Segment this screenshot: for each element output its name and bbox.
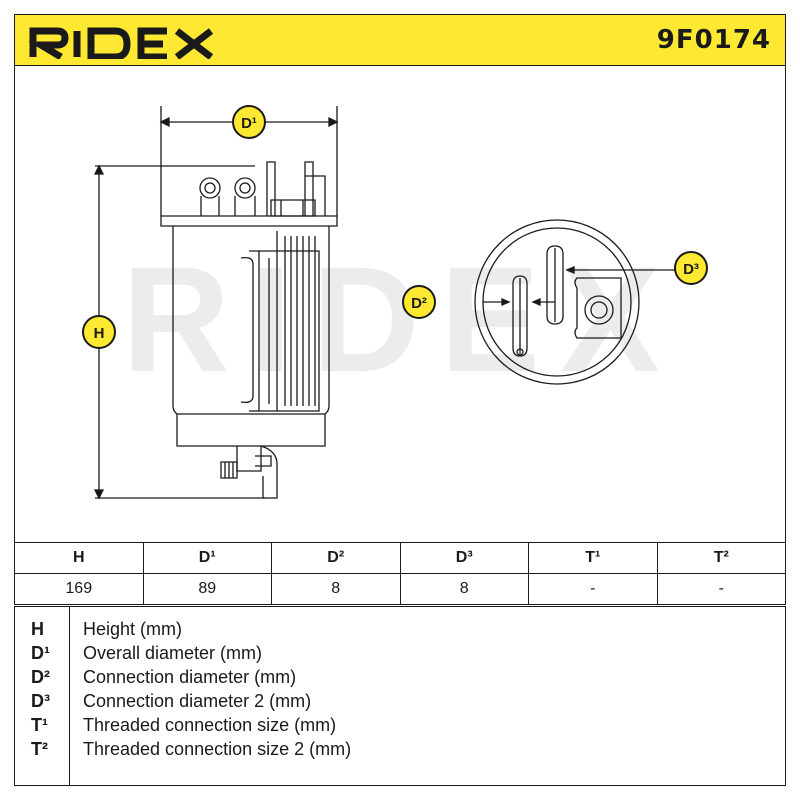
badge-d1: D¹ — [232, 105, 266, 139]
specs-value-d3: 8 — [399, 573, 529, 605]
legend-item: T² Threaded connection size 2 (mm) — [15, 739, 785, 763]
specs-header-d3: D³ — [399, 542, 529, 574]
svg-text:D³: D³ — [683, 261, 699, 278]
legend: H Height (mm) D¹ Overall diameter (mm) D… — [14, 606, 786, 786]
specs-header-d2: D² — [271, 542, 401, 574]
legend-code: D¹ — [31, 643, 50, 663]
specs-value-d2: 8 — [271, 573, 401, 605]
filter-side-view — [160, 161, 338, 499]
filter-top-view — [474, 219, 640, 385]
badge-h: H — [82, 315, 116, 349]
badge-d3: D³ — [674, 251, 708, 285]
legend-item: H Height (mm) — [15, 619, 785, 643]
dimension-lines-top — [483, 266, 675, 306]
legend-code: H — [31, 619, 44, 639]
legend-code: T² — [31, 739, 48, 759]
svg-text:D²: D² — [411, 295, 427, 312]
legend-description: Connection diameter (mm) — [83, 667, 297, 687]
specs-table: H D¹ D² D³ T¹ T² 169 89 8 8 - - — [14, 542, 786, 605]
legend-description: Threaded connection size 2 (mm) — [83, 739, 352, 759]
part-number: 9F0174 — [656, 25, 771, 55]
specs-value-row: 169 89 8 8 - - — [14, 573, 786, 605]
specs-value-t1: - — [528, 573, 658, 605]
legend-item: D² Connection diameter (mm) — [15, 667, 785, 691]
header-bar: 9F0174 — [14, 14, 786, 66]
legend-item: D¹ Overall diameter (mm) — [15, 643, 785, 667]
legend-code: D³ — [31, 691, 50, 711]
badge-d2: D² — [402, 285, 436, 319]
legend-divider — [69, 607, 70, 785]
specs-header-t1: T¹ — [528, 542, 658, 574]
specs-value-t2: - — [656, 573, 786, 605]
filter-diagram: RIDEX — [82, 105, 708, 500]
specs-header-d1: D¹ — [142, 542, 272, 574]
watermark-text: RIDEX — [122, 235, 680, 403]
specs-value-h: 169 — [14, 573, 144, 605]
legend-description: Connection diameter 2 (mm) — [83, 691, 312, 711]
technical-drawing: RIDEX — [14, 66, 786, 542]
legend-description: Overall diameter (mm) — [83, 643, 263, 663]
legend-code: T¹ — [31, 715, 48, 735]
ridex-logo — [28, 27, 214, 59]
legend-description: Threaded connection size (mm) — [83, 715, 337, 735]
specs-header-t2: T² — [656, 542, 786, 574]
legend-item: D³ Connection diameter 2 (mm) — [15, 691, 785, 715]
svg-text:H: H — [94, 325, 105, 342]
specs-value-d1: 89 — [142, 573, 272, 605]
legend-item: T¹ Threaded connection size (mm) — [15, 715, 785, 739]
legend-code: D² — [31, 667, 50, 687]
specs-header-h: H — [14, 542, 144, 574]
legend-description: Height (mm) — [83, 619, 183, 639]
dimension-lines-side — [93, 106, 339, 500]
svg-text:D¹: D¹ — [241, 115, 257, 132]
specs-header-row: H D¹ D² D³ T¹ T² — [14, 542, 786, 574]
